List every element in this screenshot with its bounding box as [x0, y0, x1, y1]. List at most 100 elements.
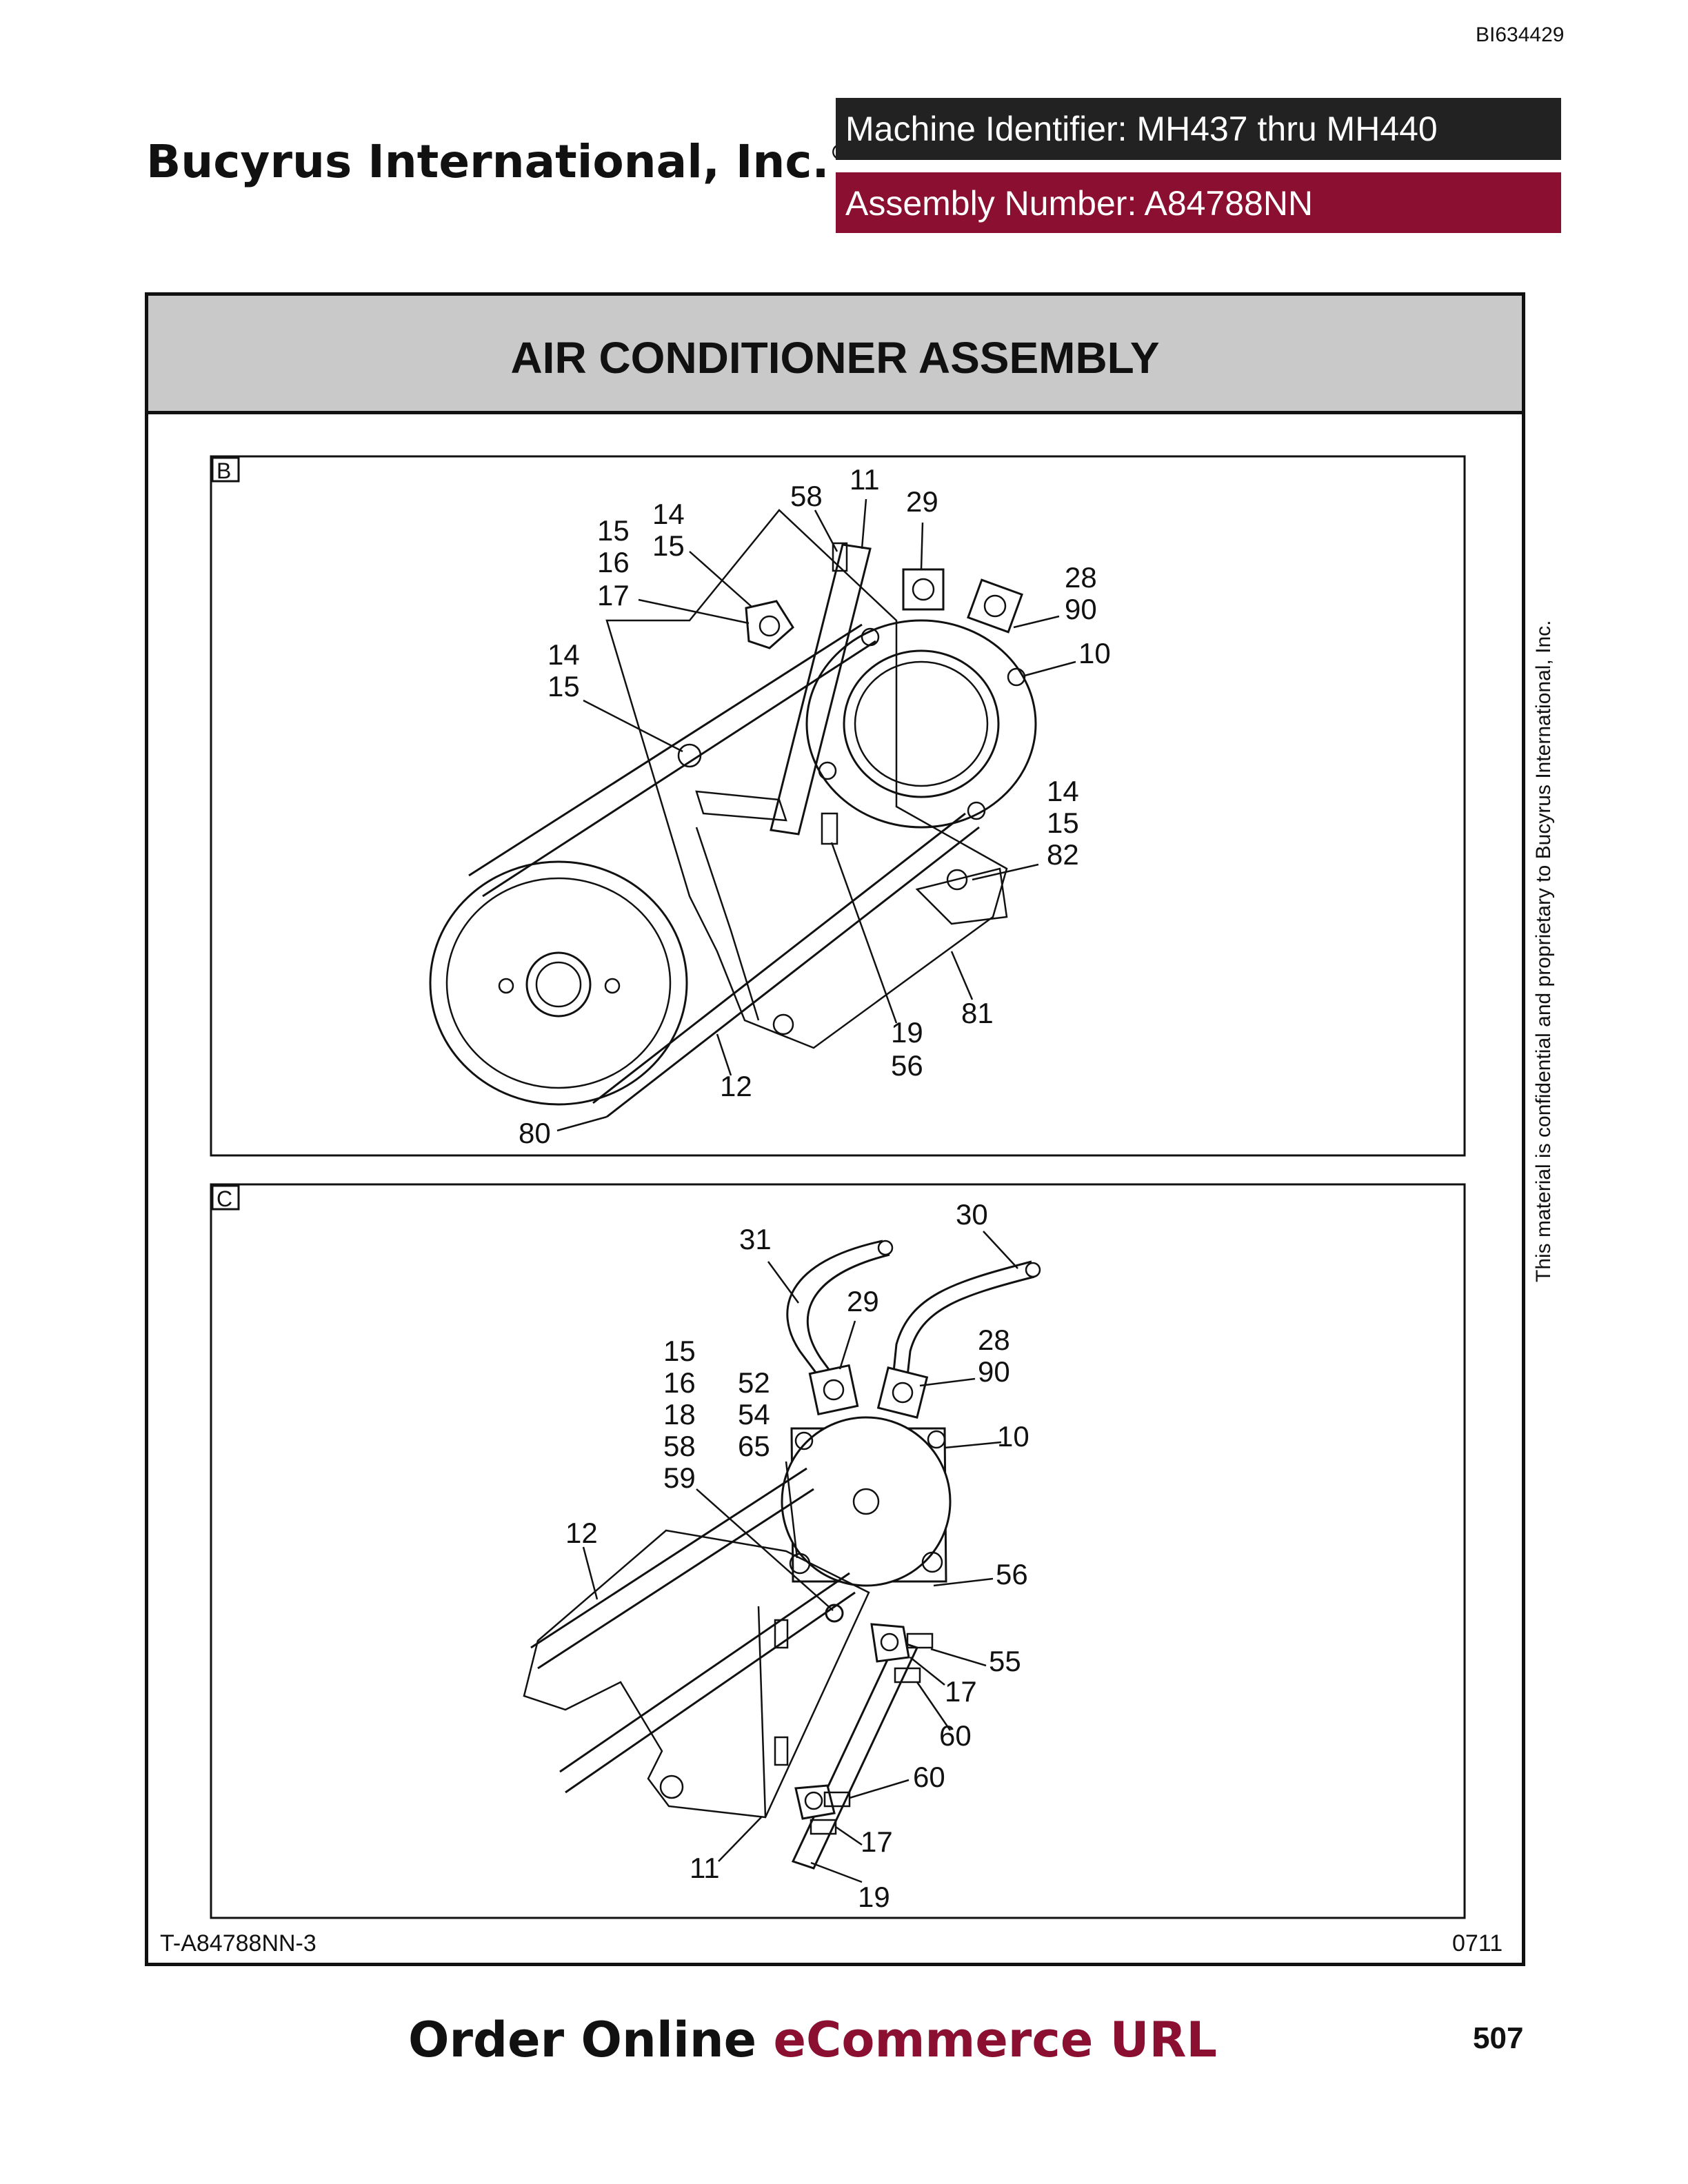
fitting-29-port	[912, 578, 935, 601]
bracket-edge	[695, 827, 760, 1021]
callout: 31	[739, 1223, 772, 1255]
compressor-clutch	[843, 649, 1000, 798]
large-pulley	[429, 860, 688, 1106]
belt-c-upper-inner	[537, 1488, 814, 1670]
washer-14	[677, 743, 702, 768]
belt-c-lower-inner	[559, 1572, 850, 1773]
pulley-hole-right	[604, 978, 621, 994]
bracket-c-hole	[659, 1775, 684, 1799]
slot-bar	[695, 790, 787, 822]
callout: 30	[956, 1198, 988, 1231]
flange-bolt-2	[927, 1430, 946, 1449]
adjuster-block-upper	[870, 1623, 910, 1663]
machine-identifier-text: Machine Identifier: MH437 thru MH440	[845, 110, 1438, 148]
callout: 65	[738, 1430, 770, 1462]
figure-code: T-A84788NN-3	[160, 1930, 316, 1957]
hose-30-inner	[906, 1275, 1035, 1377]
title-band	[148, 296, 1522, 414]
belt-c-upper	[530, 1467, 807, 1649]
nut-60-lower	[823, 1791, 851, 1808]
callout: 19	[891, 1016, 923, 1049]
flange-bolt-4	[921, 1551, 943, 1573]
order-online-text: Order Online	[408, 2012, 774, 2068]
callout: 15	[547, 670, 580, 702]
callout: 81	[961, 997, 994, 1029]
view-c-label: C	[217, 1186, 232, 1211]
pulley-bore	[535, 961, 582, 1008]
view-b-leaders	[556, 498, 1076, 1132]
order-online-link[interactable]: Order Online eCommerce URL	[408, 2012, 1217, 2068]
ecommerce-url-text[interactable]: eCommerce URL	[773, 2012, 1218, 2068]
bolt-19	[821, 812, 838, 845]
bolt-58	[832, 542, 848, 572]
company-name: Bucyrus International, Inc.®	[146, 135, 852, 188]
nut-14	[745, 600, 794, 649]
callout: 56	[891, 1049, 923, 1082]
callout: 80	[519, 1117, 551, 1149]
callout: 11	[690, 1852, 720, 1884]
view-b-frame	[210, 455, 1466, 1157]
callout: 60	[913, 1761, 945, 1793]
callout: 55	[989, 1645, 1021, 1677]
callout: 29	[906, 485, 938, 518]
page-frame	[145, 292, 1525, 1966]
adjuster-pin-lower	[804, 1791, 823, 1810]
pulley-hub	[525, 951, 592, 1018]
hose-30	[892, 1260, 1032, 1373]
callout: 19	[858, 1881, 890, 1913]
callout: 14	[1047, 775, 1079, 807]
compressor-shaft	[852, 1488, 880, 1515]
callout: 52	[738, 1366, 770, 1399]
page-number: 507	[1473, 2021, 1524, 2055]
hose-30-end	[1025, 1262, 1041, 1278]
view-c-callouts: 31 30 29 28 90 15 16 18 58 59 52 54 65 1…	[565, 1198, 1029, 1913]
nut-55	[906, 1632, 934, 1649]
fitting-28c-port	[892, 1382, 914, 1404]
view-b-label-box	[211, 456, 240, 483]
callout: 54	[738, 1398, 770, 1430]
machine-identifier-box: Machine Identifier: MH437 thru MH440	[836, 98, 1561, 160]
callout: 56	[996, 1558, 1028, 1590]
adjuster-block-lower	[794, 1784, 836, 1820]
callout: 90	[1065, 593, 1097, 625]
callout: 58	[663, 1430, 696, 1462]
flange-bolt-1	[794, 1431, 814, 1450]
hose-31	[786, 1240, 883, 1379]
pulley-hole-left	[498, 978, 514, 994]
fitting-29c	[808, 1364, 859, 1416]
callout: 14	[547, 638, 580, 671]
fitting-28c	[876, 1366, 929, 1419]
callout: 59	[663, 1462, 696, 1494]
callout: 17	[597, 579, 630, 611]
view-c-frame	[210, 1183, 1466, 1919]
date-code: 0711	[1452, 1930, 1503, 1957]
nut-60-upper	[894, 1667, 921, 1684]
callout: 14	[652, 498, 685, 530]
view-c-leaders	[582, 1231, 1018, 1883]
callout: 60	[939, 1719, 972, 1752]
view-b-drawing	[429, 509, 1037, 1118]
callout: 82	[1047, 838, 1079, 871]
fitting-29c-port	[823, 1379, 845, 1401]
compressor-body-c	[781, 1416, 952, 1587]
clip-lower	[774, 1736, 789, 1766]
fitting-28	[967, 578, 1023, 634]
callout: 12	[720, 1070, 752, 1102]
assembly-number-box: Assembly Number: A84788NN	[836, 172, 1561, 233]
belt-lower-inner	[592, 812, 966, 1104]
bracket-foot	[915, 867, 1008, 925]
compressor-body	[805, 619, 1037, 829]
nut-14-hole	[758, 615, 781, 637]
callout: 17	[945, 1675, 977, 1708]
belt-c-lower	[565, 1591, 856, 1794]
assembly-number-text: Assembly Number: A84788NN	[845, 184, 1314, 223]
belt-lower	[606, 826, 980, 1118]
bolt-82	[946, 869, 968, 891]
adjuster-pin-upper	[880, 1632, 899, 1652]
hose-31-inner	[806, 1253, 890, 1379]
bracket-c	[523, 1529, 870, 1819]
callout: 29	[847, 1285, 879, 1317]
belt-upper	[468, 623, 863, 877]
callout: 10	[1078, 637, 1111, 669]
